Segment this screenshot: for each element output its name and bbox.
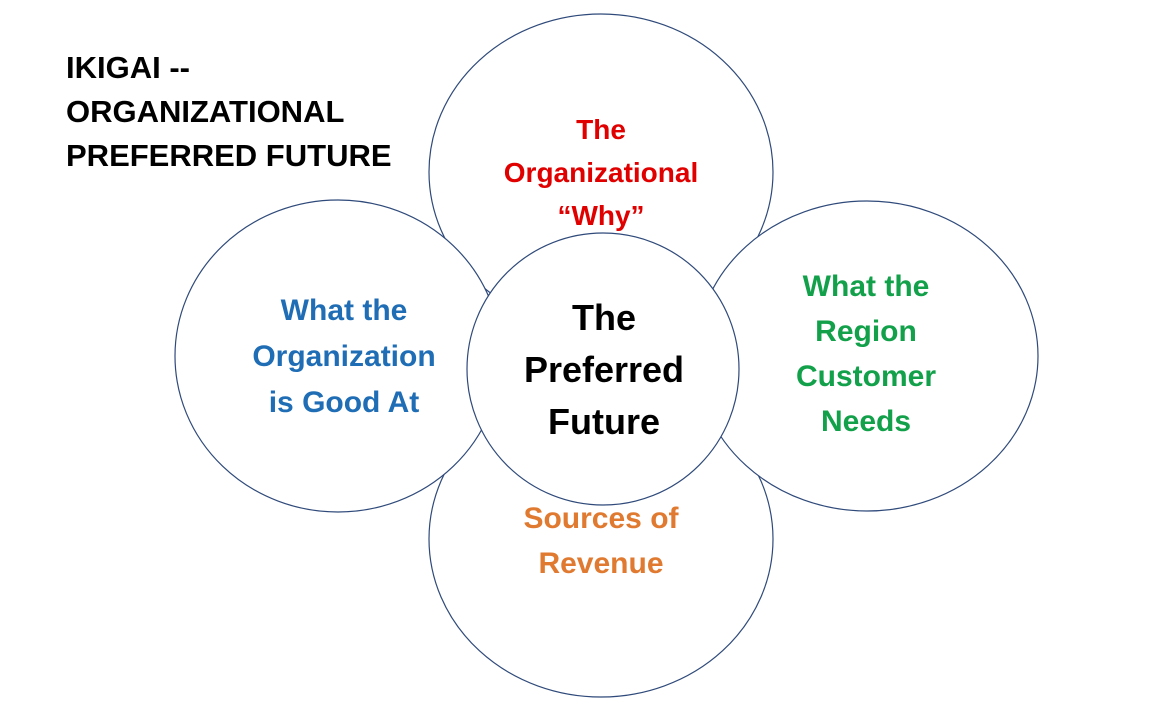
good-at-line-2: Organization — [252, 340, 436, 373]
label-organizational-why: The Organizational “Why” — [504, 108, 698, 237]
why-line-1: The — [576, 114, 626, 145]
why-line-2: Organizational — [503, 157, 699, 188]
label-preferred-future: The Preferred Future — [524, 292, 684, 448]
title-line-3: PREFERRED FUTURE — [66, 138, 392, 173]
revenue-line-2: Revenue — [538, 547, 664, 580]
center-line-1: The — [571, 297, 636, 338]
center-line-2: Preferred — [523, 349, 685, 390]
title-line-1: IKIGAI -- — [66, 50, 190, 85]
title-line-2: ORGANIZATIONAL — [66, 94, 345, 129]
good-at-line-3: is Good At — [268, 386, 420, 419]
why-line-3: “Why” — [557, 200, 645, 231]
center-line-3: Future — [548, 401, 660, 442]
revenue-line-1: Sources of — [523, 502, 679, 535]
good-at-line-1: What the — [280, 294, 408, 327]
needs-line-1: What the — [802, 270, 930, 303]
label-region-customer-needs: What the Region Customer Needs — [796, 264, 936, 444]
circle-preferred-future — [466, 232, 740, 506]
label-organization-good-at: What the Organization is Good At — [252, 288, 435, 426]
label-sources-of-revenue: Sources of Revenue — [523, 496, 678, 586]
needs-line-3: Customer — [795, 360, 937, 393]
needs-line-2: Region — [815, 315, 917, 348]
needs-line-4: Needs — [820, 405, 912, 438]
